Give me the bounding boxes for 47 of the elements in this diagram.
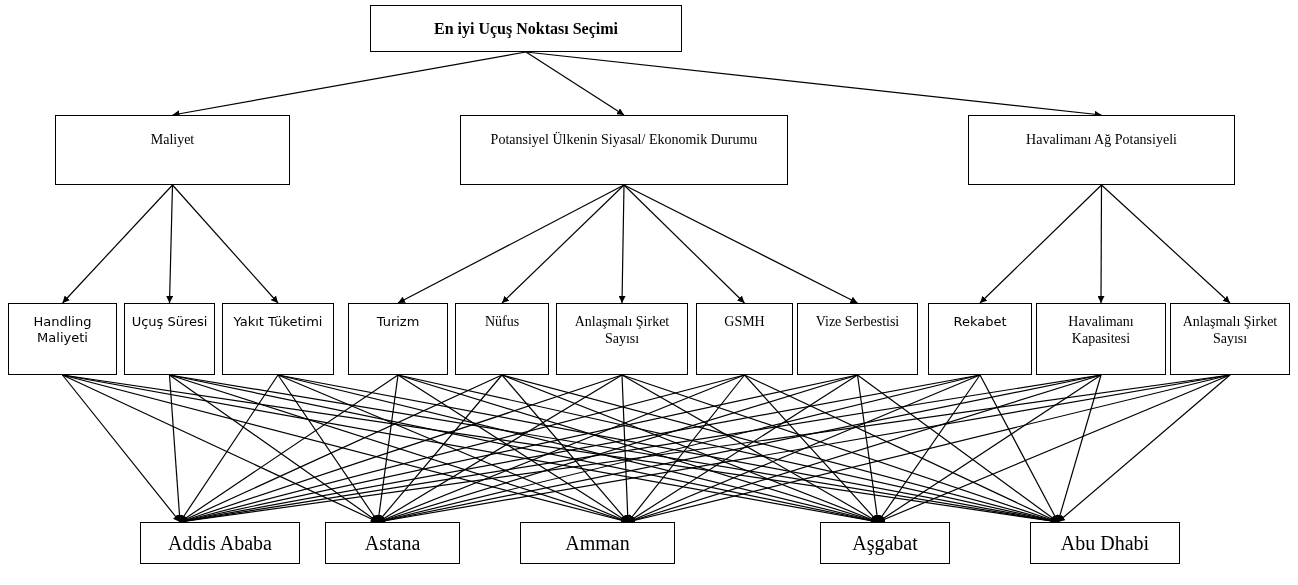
arrow xyxy=(743,374,879,523)
alternative-box: Astana xyxy=(325,522,460,564)
alternative-box: Amman xyxy=(520,522,675,564)
arrow xyxy=(621,374,632,523)
criterion-box: Potansiyel Ülkenin Siyasal/ Ekonomik Durumu xyxy=(460,115,788,185)
sub-criterion-box: Yakıt Tüketimi xyxy=(222,303,334,375)
sub-criterion-box: Anlaşmalı Şirket Sayısı xyxy=(556,303,688,375)
sub-criterion-box: Uçuş Süresi xyxy=(124,303,215,375)
alternative-box: Abu Dhabi xyxy=(1030,522,1180,564)
arrow xyxy=(1097,184,1105,304)
arrow xyxy=(375,374,399,523)
arrow xyxy=(877,374,981,523)
arrow xyxy=(1056,374,1102,523)
arrow xyxy=(61,184,174,304)
sub-criterion-box: Nüfus xyxy=(455,303,549,375)
goal-box: En iyi Uçuş Noktası Seçimi xyxy=(370,5,682,52)
alternative-box: Addis Ababa xyxy=(140,522,300,564)
arrow xyxy=(501,374,629,523)
arrow xyxy=(397,184,625,304)
arrow xyxy=(61,374,181,523)
sub-criterion-box: Vize Serbestisi xyxy=(797,303,918,375)
sub-criterion-box: Rekabet xyxy=(928,303,1032,375)
criterion-box: Havalimanı Ağ Potansiyeli xyxy=(968,115,1235,185)
arrow xyxy=(171,184,279,304)
arrow xyxy=(1100,184,1231,304)
arrow xyxy=(179,374,279,523)
arrow xyxy=(618,184,626,304)
arrow xyxy=(525,51,625,116)
criterion-box: Maliyet xyxy=(55,115,290,185)
alternative-box: Aşgabat xyxy=(820,522,950,564)
arrow xyxy=(1057,374,1231,523)
arrow xyxy=(623,184,746,304)
arrow xyxy=(979,184,1103,304)
arrow xyxy=(979,374,1059,523)
arrow xyxy=(501,184,625,304)
sub-criterion-box: GSMH xyxy=(696,303,793,375)
sub-criterion-box: Havalimanı Kapasitesi xyxy=(1036,303,1166,375)
arrow xyxy=(623,184,859,304)
arrow xyxy=(277,374,379,523)
arrow xyxy=(168,374,183,523)
arrow xyxy=(856,374,881,523)
arrow xyxy=(166,184,174,304)
sub-criterion-box: Turizm xyxy=(348,303,448,375)
arrow xyxy=(377,374,503,523)
sub-criterion-box: Anlaşmalı Şirket Sayısı xyxy=(1170,303,1290,375)
sub-criterion-box: Handling Maliyeti xyxy=(8,303,117,375)
arrow xyxy=(627,374,746,523)
